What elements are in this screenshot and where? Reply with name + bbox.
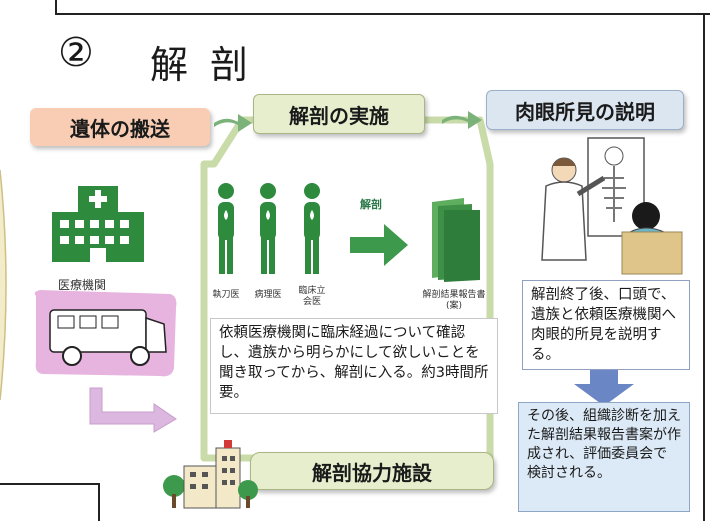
surgeon-person-icon	[218, 183, 234, 274]
step-facility: 解剖協力施設	[250, 452, 494, 490]
frame-top-left-vertical	[55, 0, 57, 14]
person-label-surgeon: 執刀医	[212, 290, 240, 300]
vehicle-illustration	[34, 290, 177, 377]
step-autopsy: 解剖の実施	[253, 94, 425, 134]
arrow-to-facility-icon	[89, 387, 177, 433]
down-arrow-icon	[574, 370, 634, 406]
hospital-icon	[52, 186, 144, 262]
step-explanation: 肉眼所見の説明	[486, 90, 684, 130]
title-number: ②	[58, 30, 94, 76]
step-transport: 遺体の搬送	[30, 108, 210, 146]
report-folder-icon	[432, 198, 480, 282]
report-label: 解剖結果報告書(案)	[422, 290, 486, 311]
doctor-explanation-illustration	[541, 137, 683, 275]
page-title: 解剖	[150, 43, 271, 87]
person-label-pathologist: 病理医	[254, 290, 282, 300]
explanation-note: 解剖終了後、口頭で、遺族と依頼医療機関へ肉眼的所見を説明する。	[522, 280, 690, 370]
autopsy-procedure-note: 依頼医療機関に臨床経過について確認し、遺族から明らかにして欲しいことを聞き取って…	[210, 318, 498, 414]
report-review-note: その後、組織診断を加えた解剖結果報告書案が作成され、評価委員会で検討される。	[518, 402, 690, 512]
autopsy-arrow-icon	[350, 224, 408, 266]
frame-bottom-left-horizontal	[0, 483, 100, 485]
pathologist-person-icon	[260, 183, 276, 274]
frame-bottom-left-vertical	[98, 483, 100, 521]
left-edge-decoration	[0, 170, 7, 400]
frame-right-vertical	[703, 13, 705, 521]
facility-buildings-illustration	[163, 440, 258, 509]
autopsy-arrow-label: 解剖	[360, 198, 382, 211]
clinician-person-icon	[304, 183, 320, 274]
arrow-autopsy-to-explanation-icon	[442, 111, 482, 129]
person-label-clinician: 臨床立会医	[298, 286, 326, 307]
hospital-label: 医療機関	[58, 278, 107, 292]
frame-top-horizontal	[55, 13, 710, 15]
arrow-transport-to-autopsy-icon	[214, 114, 252, 132]
